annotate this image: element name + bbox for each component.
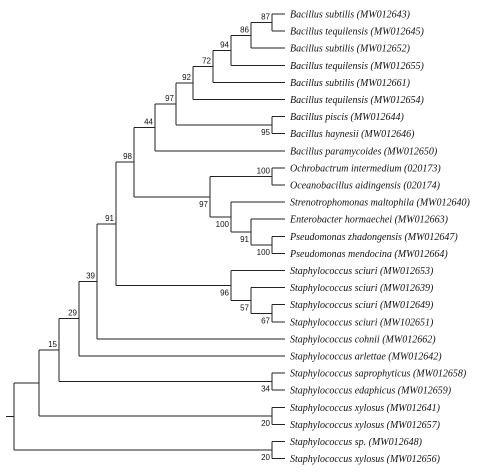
bootstrap-value: 100 (257, 248, 271, 257)
taxon-label: Bacillus haynesii (MW012646) (290, 129, 415, 140)
bootstrap-value: 72 (202, 56, 211, 65)
bootstrap-value: 91 (105, 214, 114, 223)
bootstrap-value: 29 (68, 309, 77, 318)
taxon-label: Bacillus subtilis (MW012661) (290, 78, 411, 89)
bootstrap-value: 100 (257, 166, 271, 175)
bootstrap-value: 97 (165, 94, 174, 103)
bootstrap-value: 98 (123, 152, 132, 161)
taxon-label: Bacillus tequilensis (MW012654) (290, 95, 425, 106)
bootstrap-value: 20 (261, 453, 270, 462)
taxon-label: Bacillus paramycoides (MW012650) (290, 146, 438, 157)
taxon-label: Enterobacter hormaechei (MW012663) (289, 215, 449, 226)
taxon-label: Bacillus tequilensis (MW012655) (290, 61, 425, 72)
bootstrap-value: 87 (261, 13, 270, 22)
taxon-label: Bacillus subtilis (MW012652) (290, 44, 411, 55)
taxon-label: Bacillus subtilis (MW012643) (290, 10, 411, 21)
taxon-label: Oceanobacillus aidingensis (020174) (290, 181, 441, 192)
taxon-label: Staphylococcus sp. (MW012648) (290, 437, 423, 448)
bootstrap-value: 96 (220, 288, 229, 297)
taxon-label: Staphylococcus edaphicus (MW012659) (290, 386, 452, 397)
taxon-label: Staphylococcus sciuri (MW012653) (290, 266, 434, 277)
bootstrap-value: 100 (216, 220, 230, 229)
bootstrap-value: 91 (240, 235, 249, 244)
taxon-label: Staphylococcus xylosus (MW012656) (290, 454, 441, 465)
taxon-label: Staphylococcus xylosus (MW012641) (290, 403, 441, 414)
bootstrap-value: 20 (261, 419, 270, 428)
taxon-label: Staphylococcus xylosus (MW012657) (290, 420, 441, 431)
taxon-label: Bacillus piscis (MW012644) (290, 112, 405, 123)
bootstrap-value: 57 (240, 303, 249, 312)
taxon-label: Staphylococcus cohnii (MW012662) (290, 334, 436, 345)
bootstrap-value: 95 (261, 128, 270, 137)
taxon-label: Staphylococcus sciuri (MW012649) (290, 300, 434, 311)
taxon-label: Staphylococcus sciuri (MW102651) (290, 317, 434, 328)
taxon-label: Pseudomonas mendocina (MW012664) (289, 249, 448, 260)
taxon-label: Staphylococcus arlettae (MW012642) (290, 352, 442, 363)
taxon-label: Bacillus tequilensis (MW012645) (290, 27, 425, 38)
taxon-label: Ochrobactrum intermedium (020173) (290, 163, 441, 174)
bootstrap-value: 86 (240, 25, 249, 34)
taxon-label: Strenotrophomonas maltophila (MW012640) (290, 198, 470, 209)
bootstrap-value: 67 (261, 316, 270, 325)
taxon-label: Pseudomonas zhadongensis (MW012647) (289, 232, 458, 243)
bootstrap-value: 92 (182, 73, 191, 82)
bootstrap-value: 34 (261, 385, 270, 394)
taxon-label: Staphylococcus sciuri (MW012639) (290, 283, 434, 294)
taxon-label: Staphylococcus saprophyticus (MW012658) (290, 369, 467, 380)
bootstrap-value: 97 (199, 200, 208, 209)
bootstrap-value: 15 (48, 340, 57, 349)
bootstrap-value: 44 (144, 117, 153, 126)
bootstrap-value: 39 (86, 271, 95, 280)
bootstrap-value: 94 (220, 40, 229, 49)
